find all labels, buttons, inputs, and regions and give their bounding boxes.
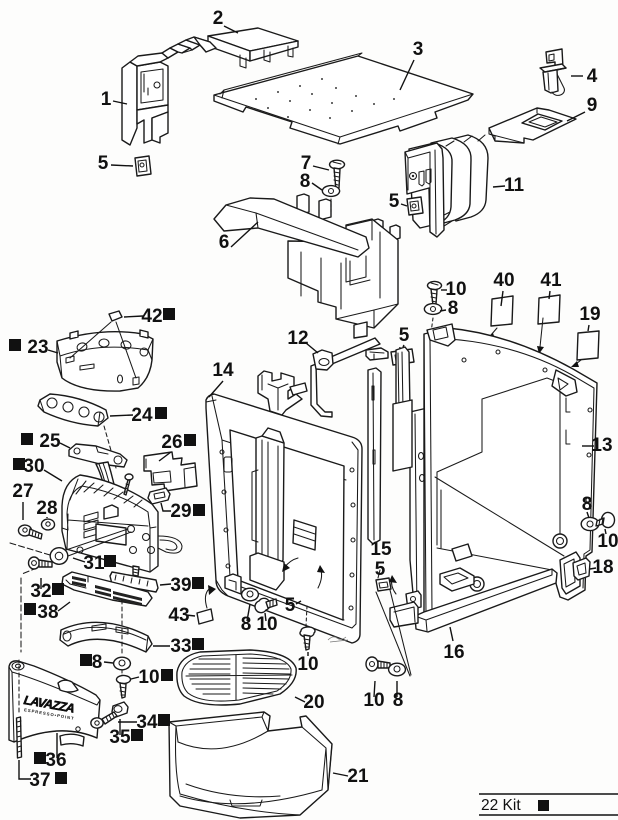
svg-text:39: 39 <box>170 575 191 596</box>
svg-text:27: 27 <box>12 481 33 502</box>
svg-text:3: 3 <box>413 39 424 60</box>
svg-text:5: 5 <box>389 191 400 212</box>
svg-text:31: 31 <box>83 553 105 574</box>
svg-text:24: 24 <box>131 405 153 426</box>
svg-text:32: 32 <box>30 581 51 602</box>
svg-text:5: 5 <box>285 595 296 616</box>
svg-text:28: 28 <box>36 498 57 519</box>
svg-text:8: 8 <box>241 614 252 635</box>
svg-text:26: 26 <box>161 432 182 453</box>
svg-text:8: 8 <box>300 171 311 192</box>
svg-text:16: 16 <box>443 642 464 663</box>
svg-text:9: 9 <box>587 95 598 116</box>
svg-text:41: 41 <box>540 270 562 291</box>
svg-text:10: 10 <box>597 531 618 552</box>
svg-text:14: 14 <box>212 360 234 381</box>
svg-text:8: 8 <box>393 690 404 711</box>
svg-text:40: 40 <box>493 270 514 291</box>
svg-text:10: 10 <box>445 279 466 300</box>
svg-text:8: 8 <box>92 652 103 673</box>
svg-text:20: 20 <box>303 692 324 713</box>
svg-text:38: 38 <box>37 602 58 623</box>
svg-text:11: 11 <box>504 175 525 196</box>
svg-text:25: 25 <box>39 431 61 452</box>
svg-text:1: 1 <box>101 89 112 110</box>
svg-text:21: 21 <box>347 766 369 787</box>
svg-text:13: 13 <box>591 435 612 456</box>
svg-text:30: 30 <box>23 456 44 477</box>
svg-text:2: 2 <box>213 8 224 29</box>
svg-text:8: 8 <box>582 494 593 515</box>
svg-text:10: 10 <box>138 667 159 688</box>
svg-text:34: 34 <box>136 712 158 733</box>
svg-text:7: 7 <box>301 153 312 174</box>
svg-text:35: 35 <box>109 727 131 748</box>
svg-text:12: 12 <box>287 328 308 349</box>
svg-text:37: 37 <box>29 770 50 791</box>
svg-text:18: 18 <box>592 557 613 578</box>
svg-text:19: 19 <box>579 304 600 325</box>
svg-text:6: 6 <box>219 232 230 253</box>
svg-text:43: 43 <box>168 605 189 626</box>
svg-text:33: 33 <box>170 636 191 657</box>
svg-text:5: 5 <box>399 325 410 346</box>
svg-text:36: 36 <box>45 750 66 771</box>
svg-text:22 Kit: 22 Kit <box>481 797 521 814</box>
svg-text:15: 15 <box>370 539 392 560</box>
svg-text:23: 23 <box>27 337 48 358</box>
svg-text:4: 4 <box>587 66 598 87</box>
svg-text:10: 10 <box>363 690 384 711</box>
svg-text:5: 5 <box>375 559 386 580</box>
svg-text:8: 8 <box>448 298 459 319</box>
svg-text:10: 10 <box>297 654 318 675</box>
svg-text:5: 5 <box>98 153 109 174</box>
svg-text:29: 29 <box>170 501 191 522</box>
svg-text:10: 10 <box>256 614 277 635</box>
svg-text:42: 42 <box>141 306 162 327</box>
